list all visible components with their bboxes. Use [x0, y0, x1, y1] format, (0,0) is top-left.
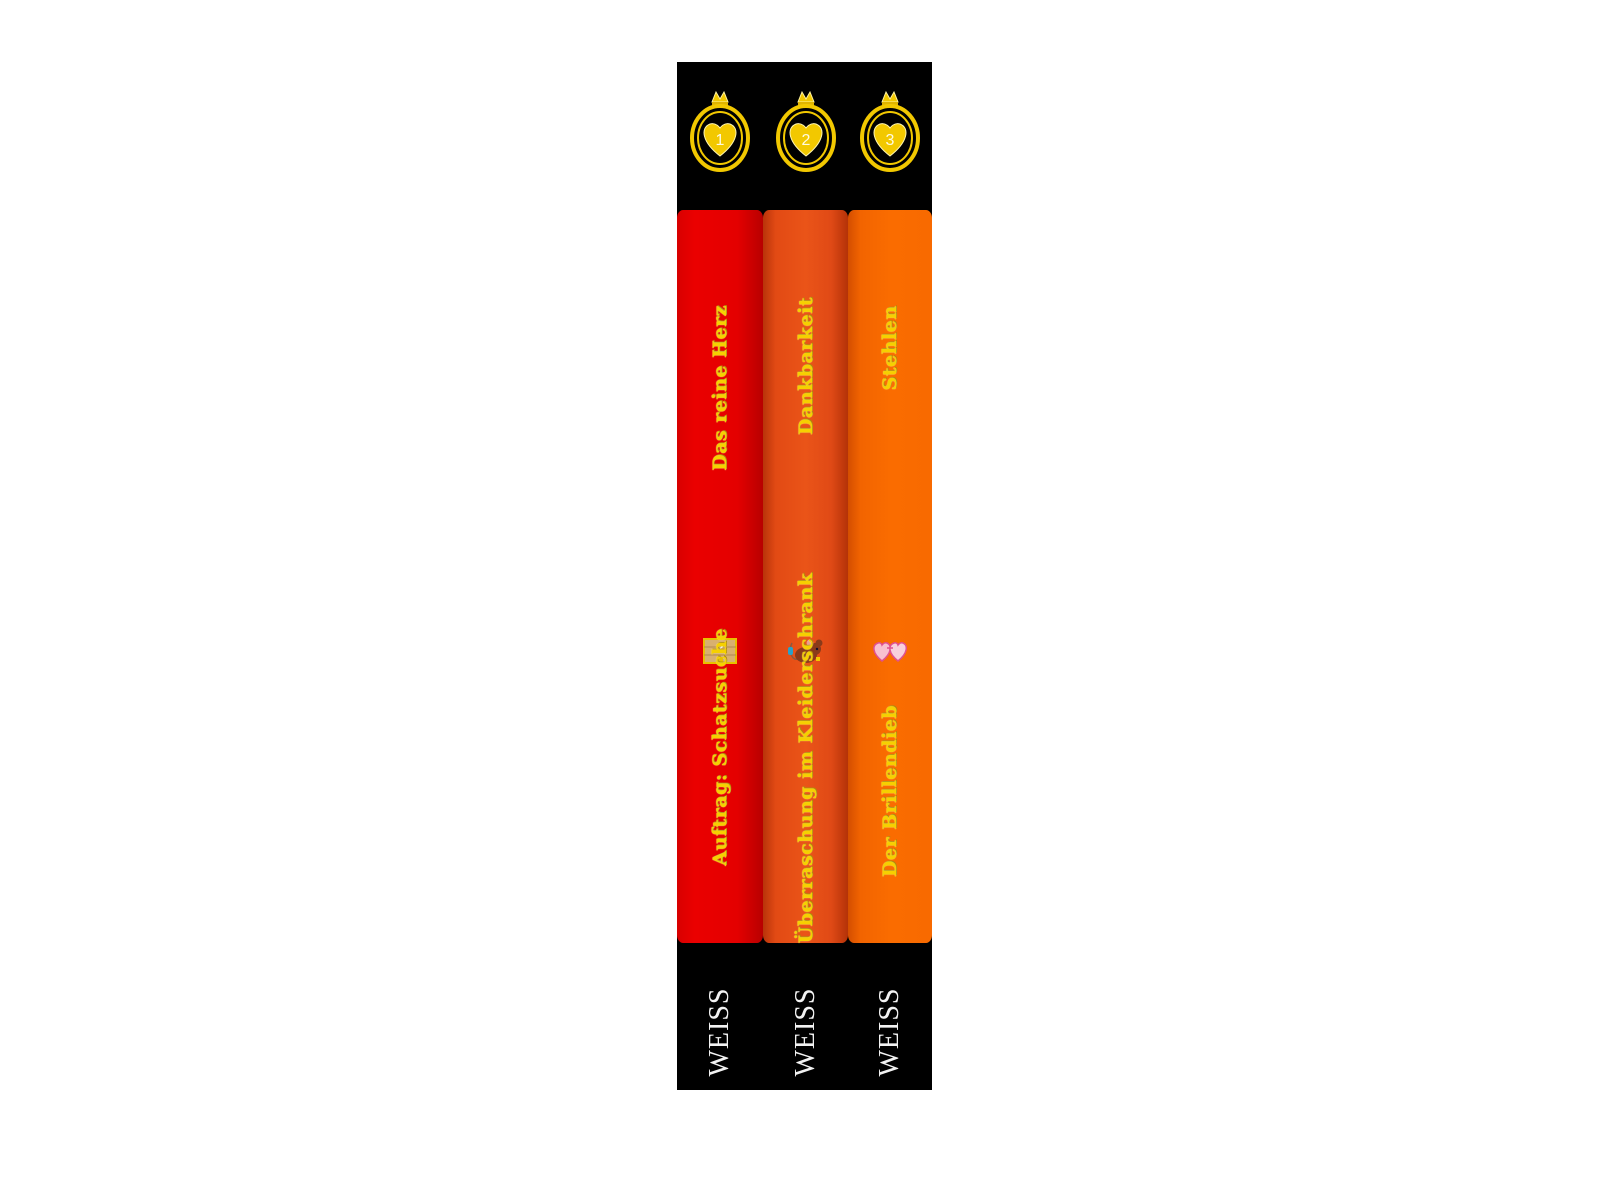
- mouse-icon: [786, 633, 826, 667]
- spine-cover-2: Dankbarkeit Überraschung im Kleiderschra…: [763, 210, 848, 943]
- heart-glasses-icon: [870, 633, 910, 667]
- book-3-subtitle: Stehlen: [879, 305, 901, 391]
- book-spine-set: 1 Das reine Herz ? Auftrag: Schatzsuche …: [677, 62, 932, 1090]
- svg-text:3: 3: [886, 132, 895, 149]
- volume-badge-1: 1: [688, 88, 752, 174]
- book-1-subtitle: Das reine Herz: [709, 305, 731, 471]
- book-3-title: Der Brillendieb: [879, 704, 901, 878]
- book-2-subtitle: Dankbarkeit: [794, 296, 817, 436]
- book-spine-1: 1 Das reine Herz ? Auftrag: Schatzsuche …: [677, 62, 763, 1090]
- svg-text:1: 1: [716, 132, 725, 149]
- book-2-title: Überraschung im Kleiderschrank: [794, 572, 817, 944]
- treasure-chest-icon: ?: [700, 633, 740, 667]
- book-spine-2: 2 Dankbarkeit Überraschung im Kleidersch…: [763, 62, 848, 1090]
- volume-badge-2: 2: [774, 88, 838, 174]
- book-spine-3: 3 Stehlen Der Brillendieb WEISS: [848, 62, 932, 1090]
- spine-cover-3: Stehlen Der Brillendieb: [848, 210, 932, 943]
- book-1-title: Auftrag: Schatzsuche: [709, 628, 731, 866]
- crown-heart-icon: 1: [690, 90, 750, 172]
- publisher-label-2: WEISS: [789, 987, 821, 1077]
- publisher-label-3: WEISS: [874, 987, 905, 1077]
- spine-cover-1: Das reine Herz ? Auftrag: Schatzsuche: [677, 210, 763, 943]
- crown-heart-icon: 2: [775, 90, 836, 172]
- publisher-label-1: WEISS: [704, 987, 735, 1077]
- volume-badge-3: 3: [858, 88, 922, 174]
- svg-text:?: ?: [716, 641, 723, 655]
- svg-text:2: 2: [801, 132, 810, 149]
- crown-heart-icon: 3: [860, 90, 920, 172]
